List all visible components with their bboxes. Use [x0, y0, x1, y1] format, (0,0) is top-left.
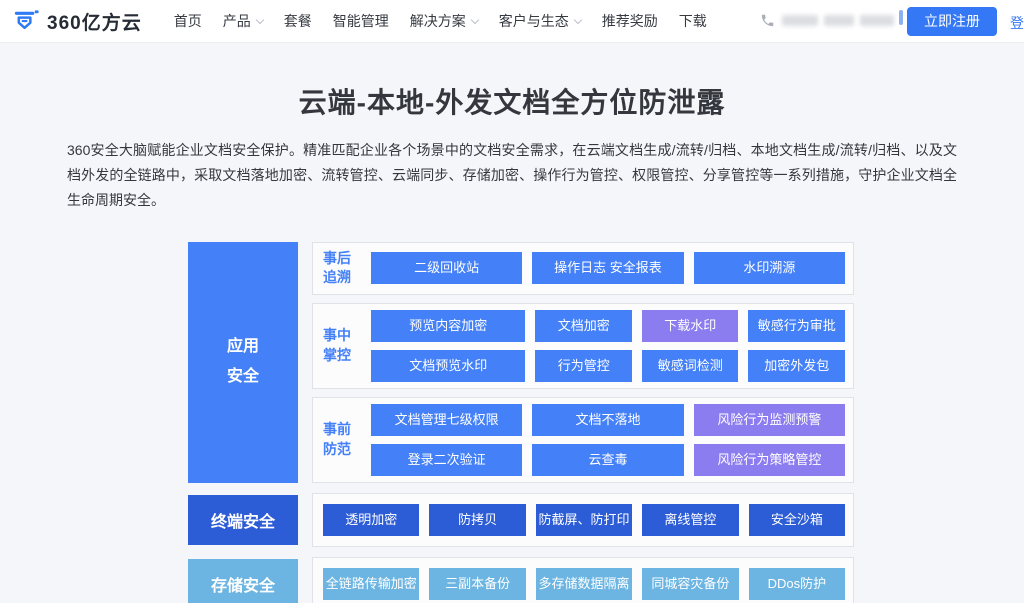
nav-item-customers-ecosystem[interactable]: 客户与生态: [498, 11, 582, 31]
feature-btn: 安全沙箱: [748, 503, 846, 536]
divider: [899, 10, 903, 25]
nav-item-home[interactable]: 首页: [174, 11, 202, 31]
side-label-text: 终端安全: [210, 513, 275, 531]
nav-item-referral-rewards[interactable]: 推荐奖励: [602, 11, 658, 31]
phone-contact: [760, 13, 894, 28]
feature-btn: 文档预览水印: [371, 349, 526, 382]
group-label: 事中掌控: [323, 327, 351, 363]
page-description: 360安全大脑赋能企业文档安全保护。精准匹配企业各个场景中的文档安全需求，在云端…: [67, 142, 957, 209]
feature-btn: 文档管理七级权限: [371, 403, 523, 436]
application-security-row: 应用安全 事后追溯 二级回收站 操作日志 安全报表 水印溯源: [188, 241, 854, 483]
nav-label: 解决方案: [409, 13, 466, 29]
shield-cloud-logo-icon: [13, 8, 40, 35]
post-event-tracing-group: 事后追溯 二级回收站 操作日志 安全报表 水印溯源: [312, 241, 854, 295]
register-button[interactable]: 立即注册: [907, 7, 997, 36]
feature-btn: 登录二次验证: [371, 443, 523, 476]
nav-label: 首页: [173, 13, 202, 29]
nav-item-plans[interactable]: 套餐: [284, 11, 312, 31]
pre-event-prevention-group: 事前防范 文档管理七级权限 文档不落地 风险行为监测预警 登录二次验证 云查毒 …: [312, 396, 854, 483]
feature-btn: 透明加密: [323, 503, 420, 536]
feature-btn: 全链路传输加密: [323, 567, 420, 600]
application-groups: 事后追溯 二级回收站 操作日志 安全报表 水印溯源 事中掌控 预览内: [312, 241, 854, 483]
chevron-down-icon: [573, 15, 582, 24]
terminal-security-row: 终端安全 透明加密 防拷贝 防截屏、防打印 离线管控 安全沙箱: [188, 492, 854, 547]
feature-btn: 行为管控: [535, 349, 632, 382]
feature-btn: 云查毒: [532, 443, 684, 476]
main-nav: 首页 产品 套餐 智能管理 解决方案 客户与生态 推荐奖励 下载: [174, 11, 707, 31]
nav-label: 产品: [222, 13, 251, 29]
nav-item-smart-management[interactable]: 智能管理: [333, 11, 389, 31]
nav-label: 推荐奖励: [601, 13, 658, 29]
phone-icon: [760, 13, 775, 28]
feature-btn: 三副本备份: [429, 567, 526, 600]
feature-btn: 二级回收站: [371, 252, 523, 285]
logo-text: 360亿方云: [47, 12, 142, 34]
side-label-text: 应用安全: [226, 338, 259, 386]
terminal-security-group: 透明加密 防拷贝 防截屏、防打印 离线管控 安全沙箱: [312, 492, 854, 547]
feature-btn: 同城容灾备份: [642, 567, 739, 600]
page-title: 云端-本地-外发文档全方位防泄露: [298, 87, 726, 118]
feature-btn: 文档不落地: [532, 403, 684, 436]
in-event-control-group: 事中掌控 预览内容加密 文档加密 下载水印 敏感行为审批 文档预览水印 行为管控…: [312, 302, 854, 389]
nav-item-products[interactable]: 产品: [222, 11, 264, 31]
login-link[interactable]: 登录: [1010, 15, 1024, 31]
logo[interactable]: 360亿方云: [13, 8, 142, 35]
header-right-section: 立即注册 登录: [760, 0, 1024, 42]
feature-btn: 多存储数据隔离: [535, 567, 633, 600]
feature-btn: 敏感行为审批: [748, 309, 845, 342]
nav-label: 客户与生态: [498, 13, 569, 29]
feature-btn: 操作日志 安全报表: [532, 252, 684, 285]
phone-number-redacted: [782, 15, 894, 26]
feature-btn: 预览内容加密: [371, 309, 526, 342]
feature-btn: 文档加密: [535, 309, 632, 342]
side-label-text: 存储安全: [210, 577, 275, 595]
feature-btn: 水印溯源: [693, 252, 845, 285]
feature-btn: DDos防护: [748, 567, 846, 600]
feature-btn: 风险行为策略管控: [693, 443, 845, 476]
nav-label: 套餐: [283, 13, 312, 29]
terminal-security-label: 终端安全: [188, 494, 298, 545]
feature-btn: 加密外发包: [748, 349, 845, 382]
storage-security-label: 存储安全: [188, 558, 298, 603]
feature-btn: 风险行为监测预警: [693, 403, 845, 436]
nav-item-solutions[interactable]: 解决方案: [409, 11, 479, 31]
group-label: 事前防范: [323, 421, 351, 457]
feature-btn: 防截屏、防打印: [535, 503, 633, 536]
top-navbar: 360亿方云 首页 产品 套餐 智能管理 解决方案 客户与生态 推荐奖励 下载: [0, 0, 1024, 43]
feature-btn: 防拷贝: [429, 503, 526, 536]
feature-btn: 离线管控: [642, 503, 739, 536]
chevron-down-icon: [470, 15, 479, 24]
nav-label: 智能管理: [332, 13, 389, 29]
chevron-down-icon: [255, 15, 264, 24]
storage-security-group: 全链路传输加密 三副本备份 多存储数据隔离 同城容灾备份 DDos防护: [312, 556, 854, 603]
nav-item-download[interactable]: 下载: [679, 11, 707, 31]
security-architecture-diagram: 应用安全 事后追溯 二级回收站 操作日志 安全报表 水印溯源: [188, 241, 854, 603]
application-security-label: 应用安全: [188, 241, 298, 483]
storage-security-row: 存储安全 全链路传输加密 三副本备份 多存储数据隔离 同城容灾备份 DDos防护: [188, 556, 854, 603]
feature-btn: 敏感词检测: [641, 349, 739, 382]
group-label: 事后追溯: [323, 249, 351, 286]
nav-label: 下载: [678, 13, 707, 29]
feature-btn: 下载水印: [641, 309, 739, 342]
